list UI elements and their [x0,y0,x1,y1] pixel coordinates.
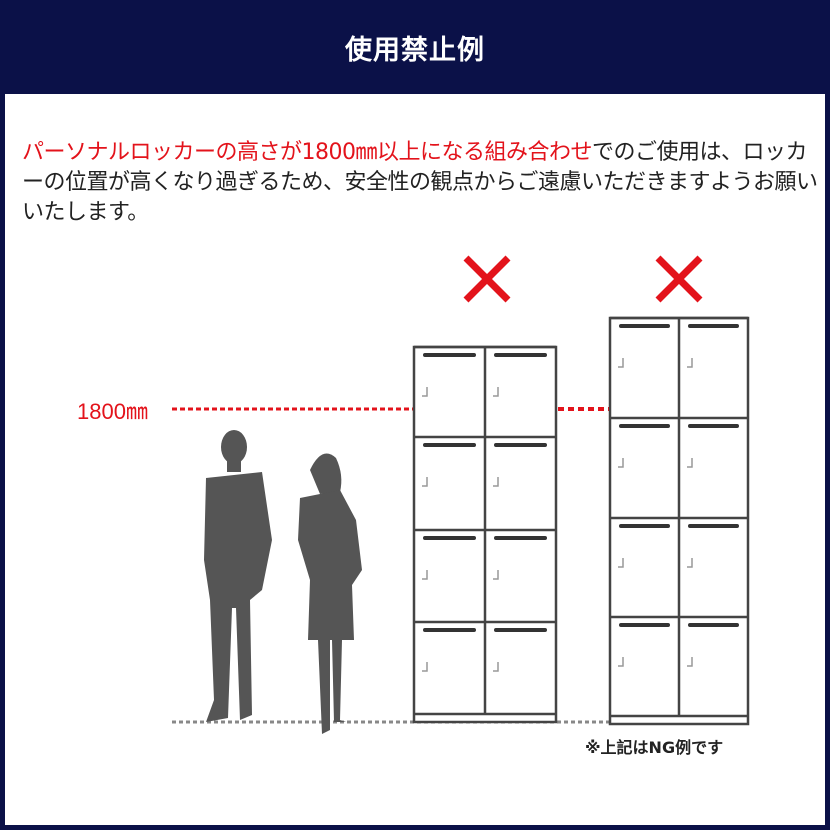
header-bar: 使用禁止例 [0,0,830,94]
locker-diagram [172,255,750,734]
locker-handle-icon [493,387,499,397]
man-figure [204,430,272,722]
warning-highlight: パーソナルロッカーの高さが1800㎜以上になる組み合わせ [22,140,593,165]
description-rest: でのご使用は、ロッカーの位置が高くなり過ぎるため、安全性の観点からご遠慮いただき… [22,140,818,225]
height-label: 1800㎜ [77,399,148,424]
locker-handle-icon [422,662,428,672]
locker-handle-icon [687,358,693,368]
locker-handle-icon [618,657,624,667]
woman-figure [298,453,362,734]
ng-cross-icon-left [463,255,511,303]
content-panel: パーソナルロッカーの高さが1800㎜以上になる組み合わせでのご使用は、ロッカーの… [5,94,825,825]
locker-handle-icon [687,458,693,468]
page-title: 使用禁止例 [345,34,485,66]
locker-handle-icon [618,358,624,368]
locker-handle-icon [618,458,624,468]
locker-handle-icon [687,558,693,568]
locker-handle-icon [493,477,499,487]
locker-handle-icon [422,570,428,580]
locker-handle-icon [493,570,499,580]
locker-handle-icon [422,387,428,397]
ng-note: ※上記はNG例です [585,738,724,757]
ng-cross-icon-right [655,255,703,303]
description-text: パーソナルロッカーの高さが1800㎜以上になる組み合わせでのご使用は、ロッカーの… [22,138,822,228]
locker-handle-icon [493,662,499,672]
locker-handle-icon [618,558,624,568]
locker-handle-icon [422,477,428,487]
locker-handle-icon [687,657,693,667]
